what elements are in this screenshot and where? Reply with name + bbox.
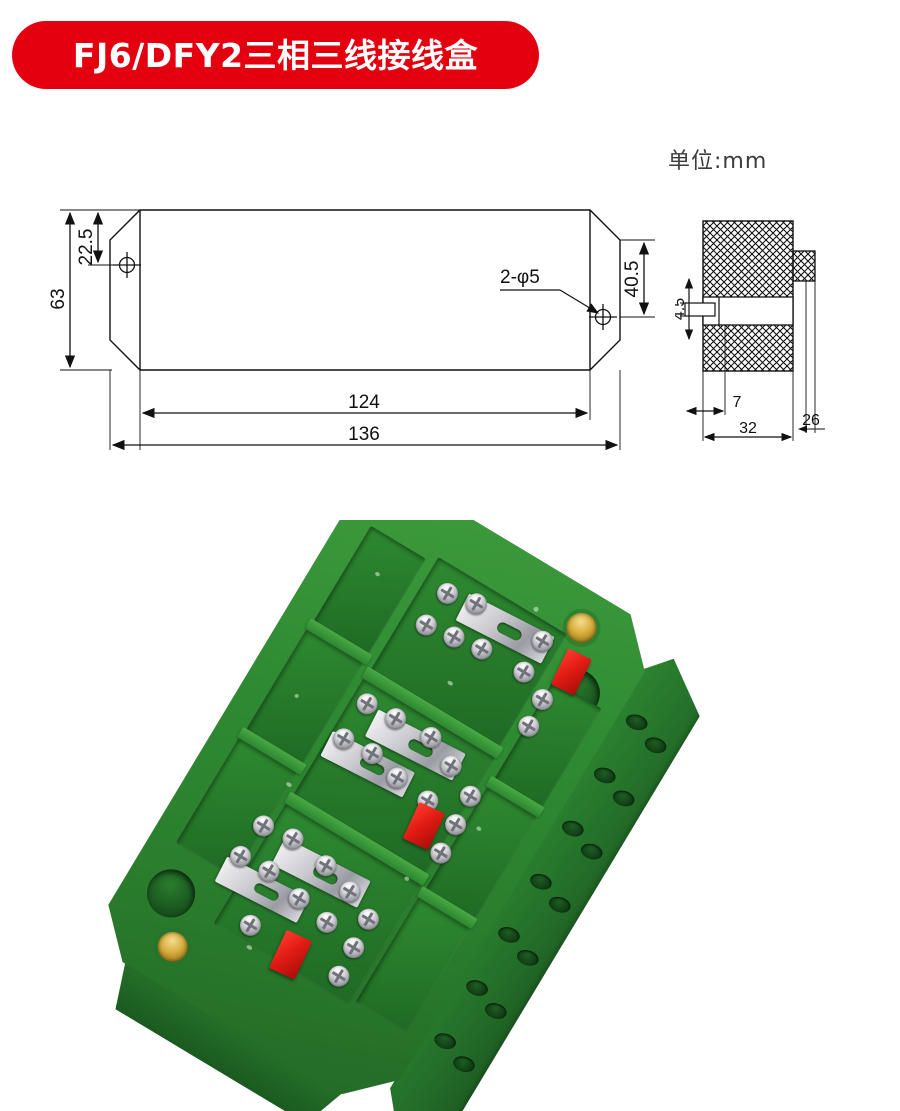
dim-hole-spec: 2-φ5 <box>500 267 540 288</box>
product-title-text: FJ6/DFY2三相三线接线盒 <box>72 35 479 75</box>
dim-slot-height: 4.5 <box>675 298 688 320</box>
side-view-section-drawing: 4.5 7 32 26 <box>675 205 870 460</box>
dim-flange-width: 26 <box>802 412 820 429</box>
terminal-block-body <box>76 520 743 1111</box>
photo-stage <box>0 520 900 1111</box>
front-view-dimension-drawing: 63 22.5 2-φ5 40.5 124 136 <box>30 195 670 470</box>
dim-hole-offset-right: 40.5 <box>622 261 643 298</box>
dim-inner-depth: 7 <box>733 394 742 411</box>
brass-insert-bottom <box>152 926 193 967</box>
dim-overall-length: 136 <box>348 424 380 445</box>
dim-overall-height: 63 <box>48 288 69 309</box>
dim-inner-length: 124 <box>348 392 380 413</box>
unit-note-label: 单位:mm <box>668 149 768 174</box>
dim-hole-offset-top: 22.5 <box>76 229 97 266</box>
dim-body-width: 32 <box>739 420 757 437</box>
brass-insert-top <box>561 607 602 648</box>
product-photo-terminal-block <box>0 520 900 1111</box>
mounting-hole-bottom <box>138 860 204 926</box>
product-title-banner: FJ6/DFY2三相三线接线盒 <box>12 21 539 89</box>
